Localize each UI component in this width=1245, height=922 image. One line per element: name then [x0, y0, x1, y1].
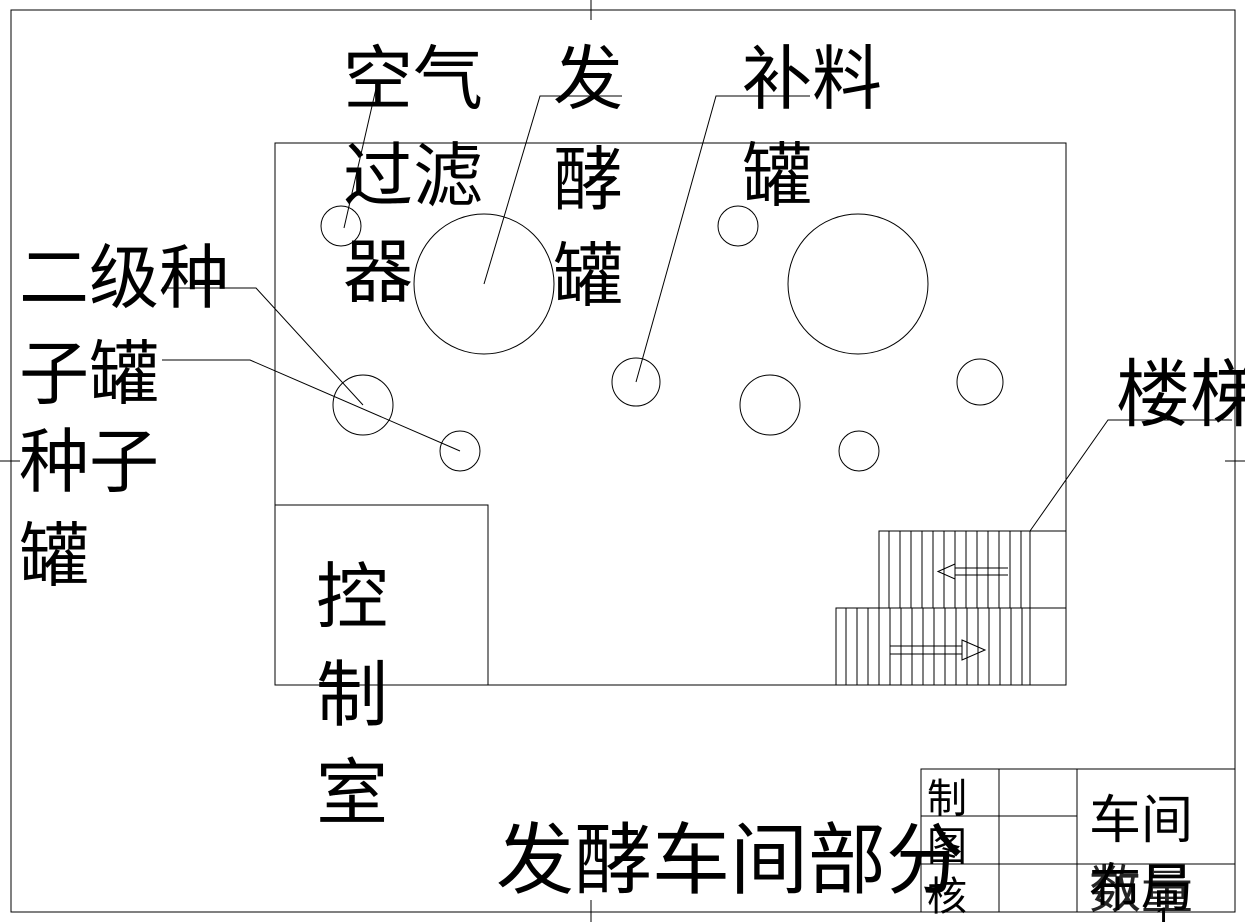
label-feed-tank: 补料 罐 — [742, 38, 882, 217]
drawing-border — [10, 9, 1236, 913]
title-block-sheet-number: 1 — [1154, 903, 1173, 922]
label-fermenter-line2: 酵 — [553, 139, 623, 221]
label-control-room-line3: 室 — [316, 751, 388, 835]
label-air-filter: 空气 过滤 器 — [343, 38, 483, 313]
label-seed-tank-line1: 种子 — [19, 421, 159, 503]
title-block-quantity-overlap: 数量 — [1089, 861, 1193, 921]
seed-tank — [439, 430, 481, 472]
air-filter — [320, 205, 362, 247]
stair-up-arrow — [936, 563, 1008, 580]
label-control-room-line2: 制 — [316, 653, 388, 737]
fermenter-tank — [787, 213, 929, 355]
label-feed-tank-line2: 罐 — [742, 135, 812, 217]
title-block-frame — [920, 768, 1236, 913]
title-block-name-line2: 布局 — [1089, 859, 1193, 919]
secondary-seed-tank — [332, 374, 394, 436]
stair-treads — [845, 531, 1023, 685]
leader-feed-tank — [635, 95, 810, 383]
label-fermenter-line3: 罐 — [553, 235, 623, 317]
label-secondary-seed-tank-line1: 二级种 — [19, 237, 229, 319]
label-control-room: 控 制 室 — [316, 555, 388, 835]
workshop-outline — [274, 142, 1067, 686]
feed-tank — [717, 205, 759, 247]
label-seed-tank-line2: 罐 — [19, 515, 89, 597]
stair-upper-flight — [878, 530, 1067, 609]
title-block: 制 图 核 车间 布局 数量 1 — [920, 768, 1236, 922]
leader-secondary-seed-tank — [162, 287, 364, 406]
label-fermenter: 发 酵 罐 — [553, 38, 623, 317]
title-block-drafted-label: 图 — [927, 824, 967, 870]
label-secondary-seed-tank-line2: 子罐 — [19, 333, 159, 415]
title-block-checked-label: 核 — [927, 874, 967, 920]
leader-seed-tank — [162, 359, 461, 452]
stair-lower-flight — [835, 607, 1067, 686]
label-air-filter-line1: 空气 — [343, 38, 483, 120]
label-seed-tank: 种子 罐 — [19, 421, 159, 597]
label-air-filter-line3: 器 — [343, 231, 413, 313]
feed-tank — [611, 357, 661, 407]
secondary-seed-tank — [739, 374, 801, 436]
control-room-outline — [274, 504, 489, 686]
title-block-name-line1: 车间 — [1089, 791, 1193, 851]
feed-tank — [956, 358, 1004, 406]
leader-fermenter — [483, 95, 622, 285]
stair-down-arrow — [890, 639, 987, 661]
leader-air-filter — [343, 79, 379, 229]
label-secondary-seed-tank: 二级种 子罐 — [19, 237, 229, 415]
label-fermenter-line1: 发 — [553, 38, 623, 120]
fermenter-tank — [413, 213, 555, 355]
leader-stairs — [1029, 419, 1232, 532]
seed-tank — [838, 430, 880, 472]
drawing-title: 发酵车间部分 — [496, 816, 964, 906]
label-control-room-line1: 控 — [316, 555, 388, 639]
title-block-drawn-by-label: 制 — [927, 776, 967, 822]
label-feed-tank-line1: 补料 — [742, 38, 882, 120]
label-air-filter-line2: 过滤 — [343, 135, 483, 217]
staircase — [835, 530, 1067, 686]
label-stairs: 楼梯 — [1116, 352, 1245, 438]
